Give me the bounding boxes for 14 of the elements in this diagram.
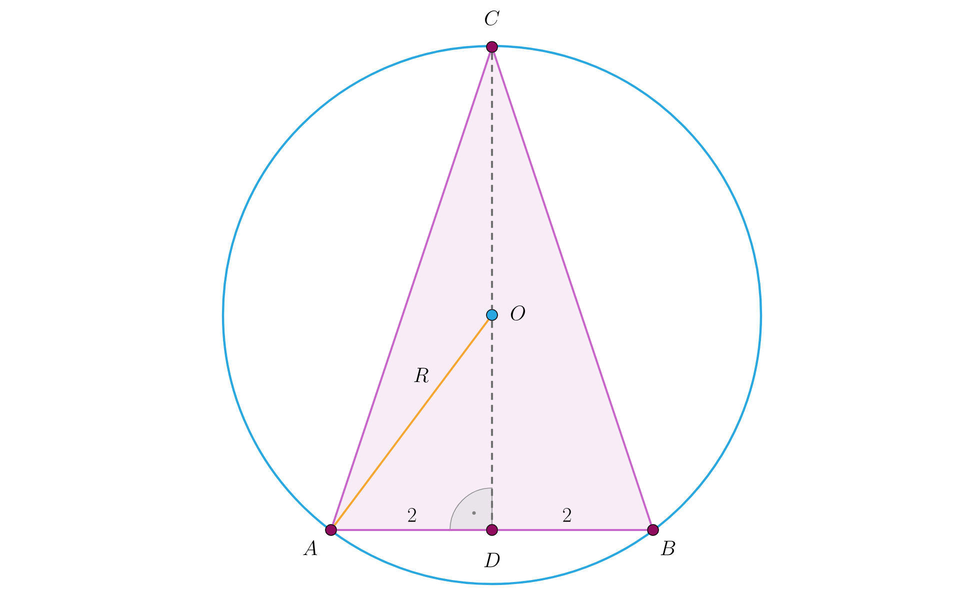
line-segment xyxy=(491,52,493,310)
line-segment xyxy=(334,319,490,526)
point-label: $A$ xyxy=(303,540,318,556)
edge-label: $2$ xyxy=(408,508,416,522)
line-segment xyxy=(332,52,492,525)
edge-label: $2$ xyxy=(563,508,571,522)
edge-label: $R$ xyxy=(414,368,429,383)
point-label: $B$ xyxy=(660,540,676,556)
line-segment xyxy=(492,52,652,525)
point-label: $D$ xyxy=(484,552,500,568)
point-label: $C$ xyxy=(485,10,500,26)
point-label: $O$ xyxy=(510,306,526,321)
line-segment xyxy=(336,529,486,531)
line-segment xyxy=(498,529,648,531)
